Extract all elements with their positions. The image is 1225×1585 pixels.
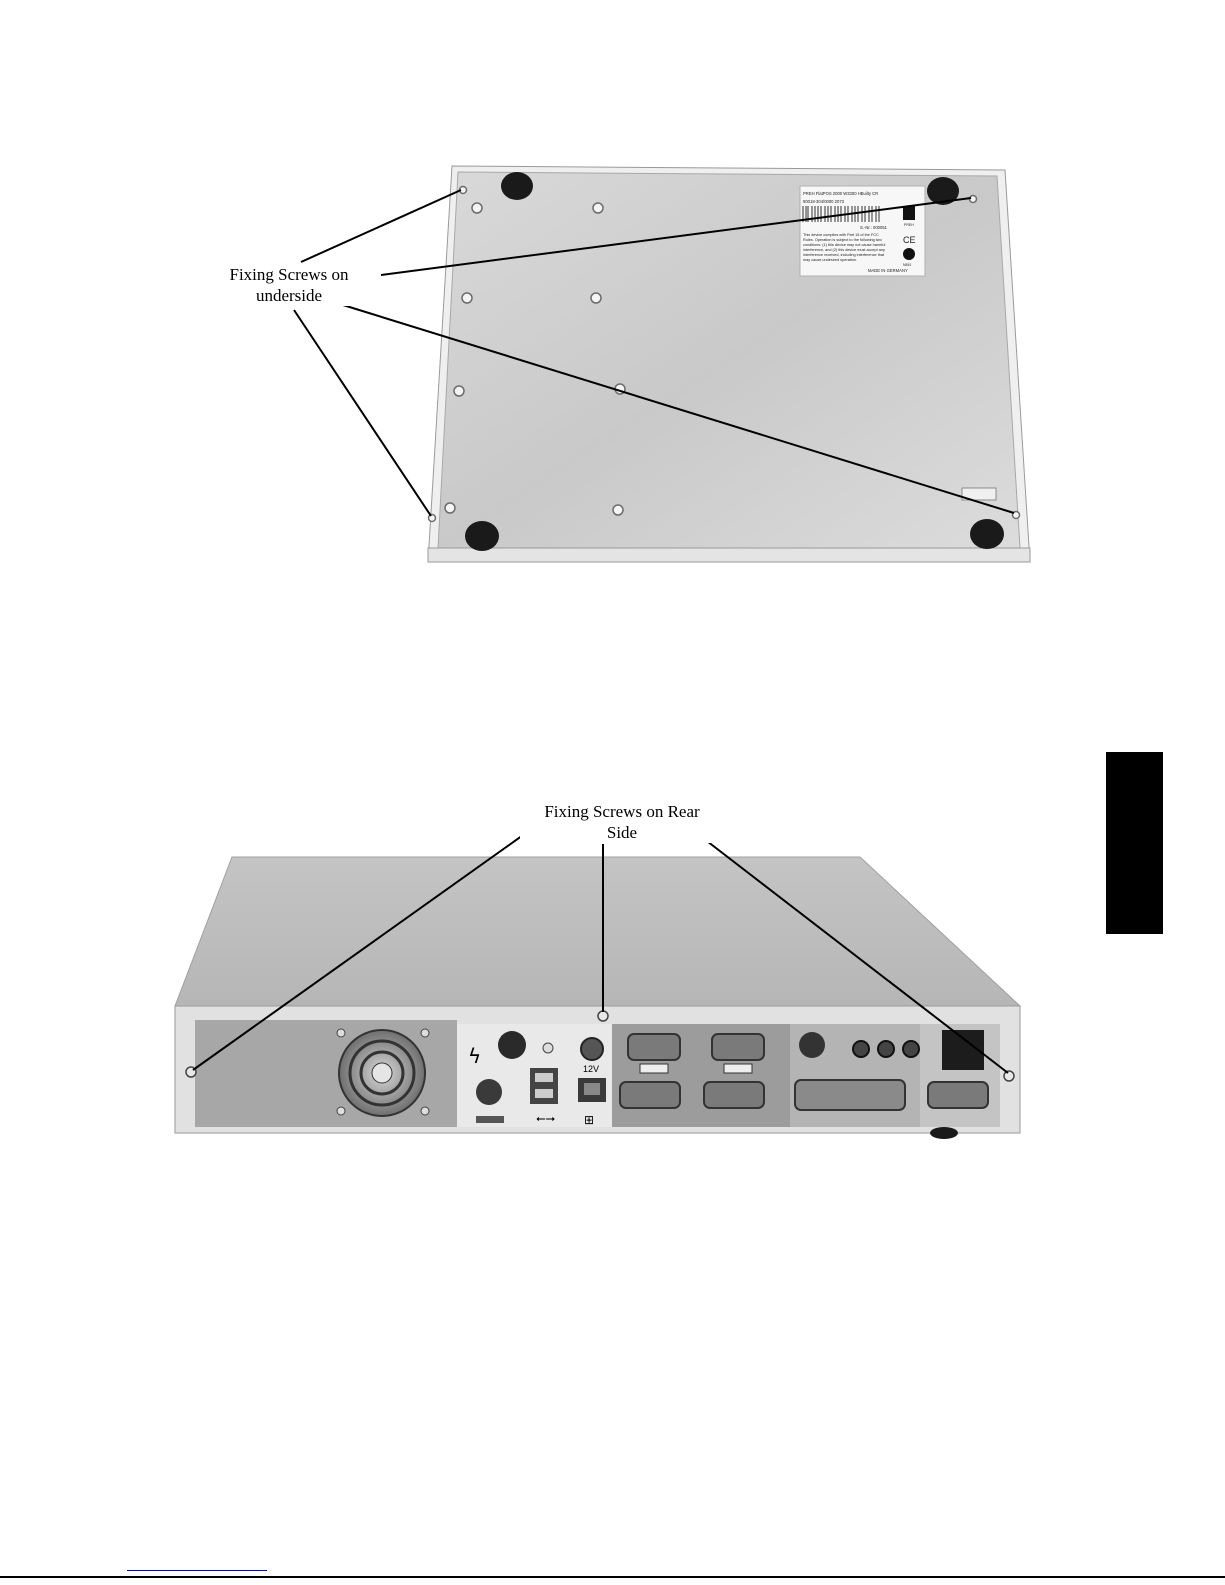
db9-port	[619, 1081, 681, 1109]
dc-power-jack	[580, 1037, 604, 1061]
underside-label-line2: underside	[255, 286, 323, 305]
db9-port	[627, 1033, 681, 1061]
rubber-feet	[465, 172, 1004, 551]
rear-photo: ϟ ⭠⭢ 12V ⊞	[174, 827, 1022, 1139]
footer-rule	[0, 1576, 1225, 1578]
panel-screws	[427, 185, 1021, 523]
underside-callout-label: Fixing Screws on underside	[197, 264, 381, 306]
screw	[590, 292, 602, 304]
vent-slot	[476, 1116, 504, 1123]
screw	[420, 1028, 430, 1038]
device-label-line: PREH FlatPOS 2000 W3300 HBuilty CR	[803, 191, 878, 196]
screw	[336, 1028, 346, 1038]
rubber-foot	[970, 519, 1004, 549]
rear-label-line2: Side	[606, 823, 638, 842]
underside-callout-lines	[293, 189, 1015, 517]
device-label-line: S.-Nr.: 000051	[860, 225, 888, 230]
screw	[420, 1106, 430, 1116]
callout-line	[380, 197, 972, 276]
device-label-line: interference received, including interfe…	[803, 253, 885, 257]
device-label-line: This device complies with Part 15 of the…	[803, 233, 879, 237]
screw	[444, 502, 456, 514]
ps2-port	[498, 1031, 526, 1059]
fixing-screw-marker	[1011, 510, 1021, 520]
power-bolt-icon: ϟ	[468, 1044, 481, 1068]
device-label-line: interference, and (2) this device must a…	[803, 248, 885, 252]
rubber-foot	[465, 521, 499, 551]
footer-link-underline[interactable]	[127, 1570, 267, 1571]
callout-line	[293, 309, 432, 517]
usb-port	[535, 1089, 553, 1098]
fan-hub	[371, 1062, 393, 1084]
network-icon: ⊞	[584, 1113, 594, 1127]
device-label-background	[799, 185, 926, 277]
fan-ring	[348, 1039, 416, 1107]
port-id-label	[639, 1063, 669, 1074]
screw	[453, 385, 465, 397]
small-sticker	[961, 487, 997, 501]
device-label-line: may cause undesired operation.	[803, 258, 857, 262]
audio-jack	[877, 1040, 895, 1058]
underside-panel	[437, 171, 1021, 549]
underside-photo: PREH FlatPOS 2000 W3300 HBuilty CR 90018…	[293, 165, 1031, 563]
mouse-port	[799, 1032, 825, 1058]
db9-port	[703, 1081, 765, 1109]
io-ports: ϟ ⭠⭢ 12V ⊞	[468, 1031, 606, 1127]
audio-jack	[852, 1040, 870, 1058]
underside-label-line1: Fixing Screws on	[229, 265, 349, 284]
screw	[471, 202, 483, 214]
screw	[612, 504, 624, 516]
rear-label-line1: Fixing Screws on Rear	[544, 802, 700, 821]
section-thumb-tab	[1106, 752, 1163, 934]
c-tick-mark-code: N551	[903, 263, 911, 267]
c-tick-logo	[903, 248, 915, 260]
audio-and-parallel	[794, 1030, 989, 1139]
preh-logo	[903, 206, 915, 220]
preh-mark: PREH	[904, 223, 914, 227]
parallel-port	[794, 1079, 906, 1111]
device-label: PREH FlatPOS 2000 W3300 HBuilty CR 90018…	[799, 185, 926, 277]
callout-line	[342, 304, 1015, 514]
screw	[592, 202, 604, 214]
device-label-line: MADE IN GERMANY	[868, 268, 908, 273]
ce-mark: CE	[903, 235, 916, 245]
ps2-port	[476, 1079, 502, 1105]
screw	[461, 292, 473, 304]
rubber-foot	[501, 172, 533, 200]
rear-callout-lines	[192, 827, 1009, 1074]
vga-port	[927, 1081, 989, 1109]
serial-ports	[619, 1033, 765, 1109]
ethernet-port-opening	[584, 1083, 600, 1095]
callout-line	[300, 189, 462, 263]
screw	[542, 1042, 554, 1054]
callout-line	[689, 827, 1009, 1074]
audio-jack	[902, 1040, 920, 1058]
db9-port	[711, 1033, 765, 1061]
rubber-foot	[927, 177, 959, 205]
device-label-line: 90018-304/0000 2073	[803, 199, 845, 204]
device-label-line: Rules. Operation is subject to the follo…	[803, 238, 882, 242]
screw	[336, 1106, 346, 1116]
usb-icon: ⭠⭢	[536, 1111, 556, 1125]
port-id-label	[723, 1063, 753, 1074]
device-label-line: conditions: (1) this device may not caus…	[803, 243, 885, 247]
port-label-12v: 12V	[583, 1064, 599, 1074]
fixing-screw-marker	[1003, 1070, 1015, 1082]
fixing-screw-marker	[597, 1010, 609, 1022]
fan-ring	[359, 1050, 405, 1096]
callout-line	[192, 827, 534, 1071]
usb-port	[535, 1073, 553, 1082]
underside-bottom-edge	[427, 547, 1031, 563]
fan	[336, 1028, 430, 1117]
rear-callout-label: Fixing Screws on Rear Side	[520, 801, 724, 843]
rear-foot	[930, 1127, 958, 1139]
